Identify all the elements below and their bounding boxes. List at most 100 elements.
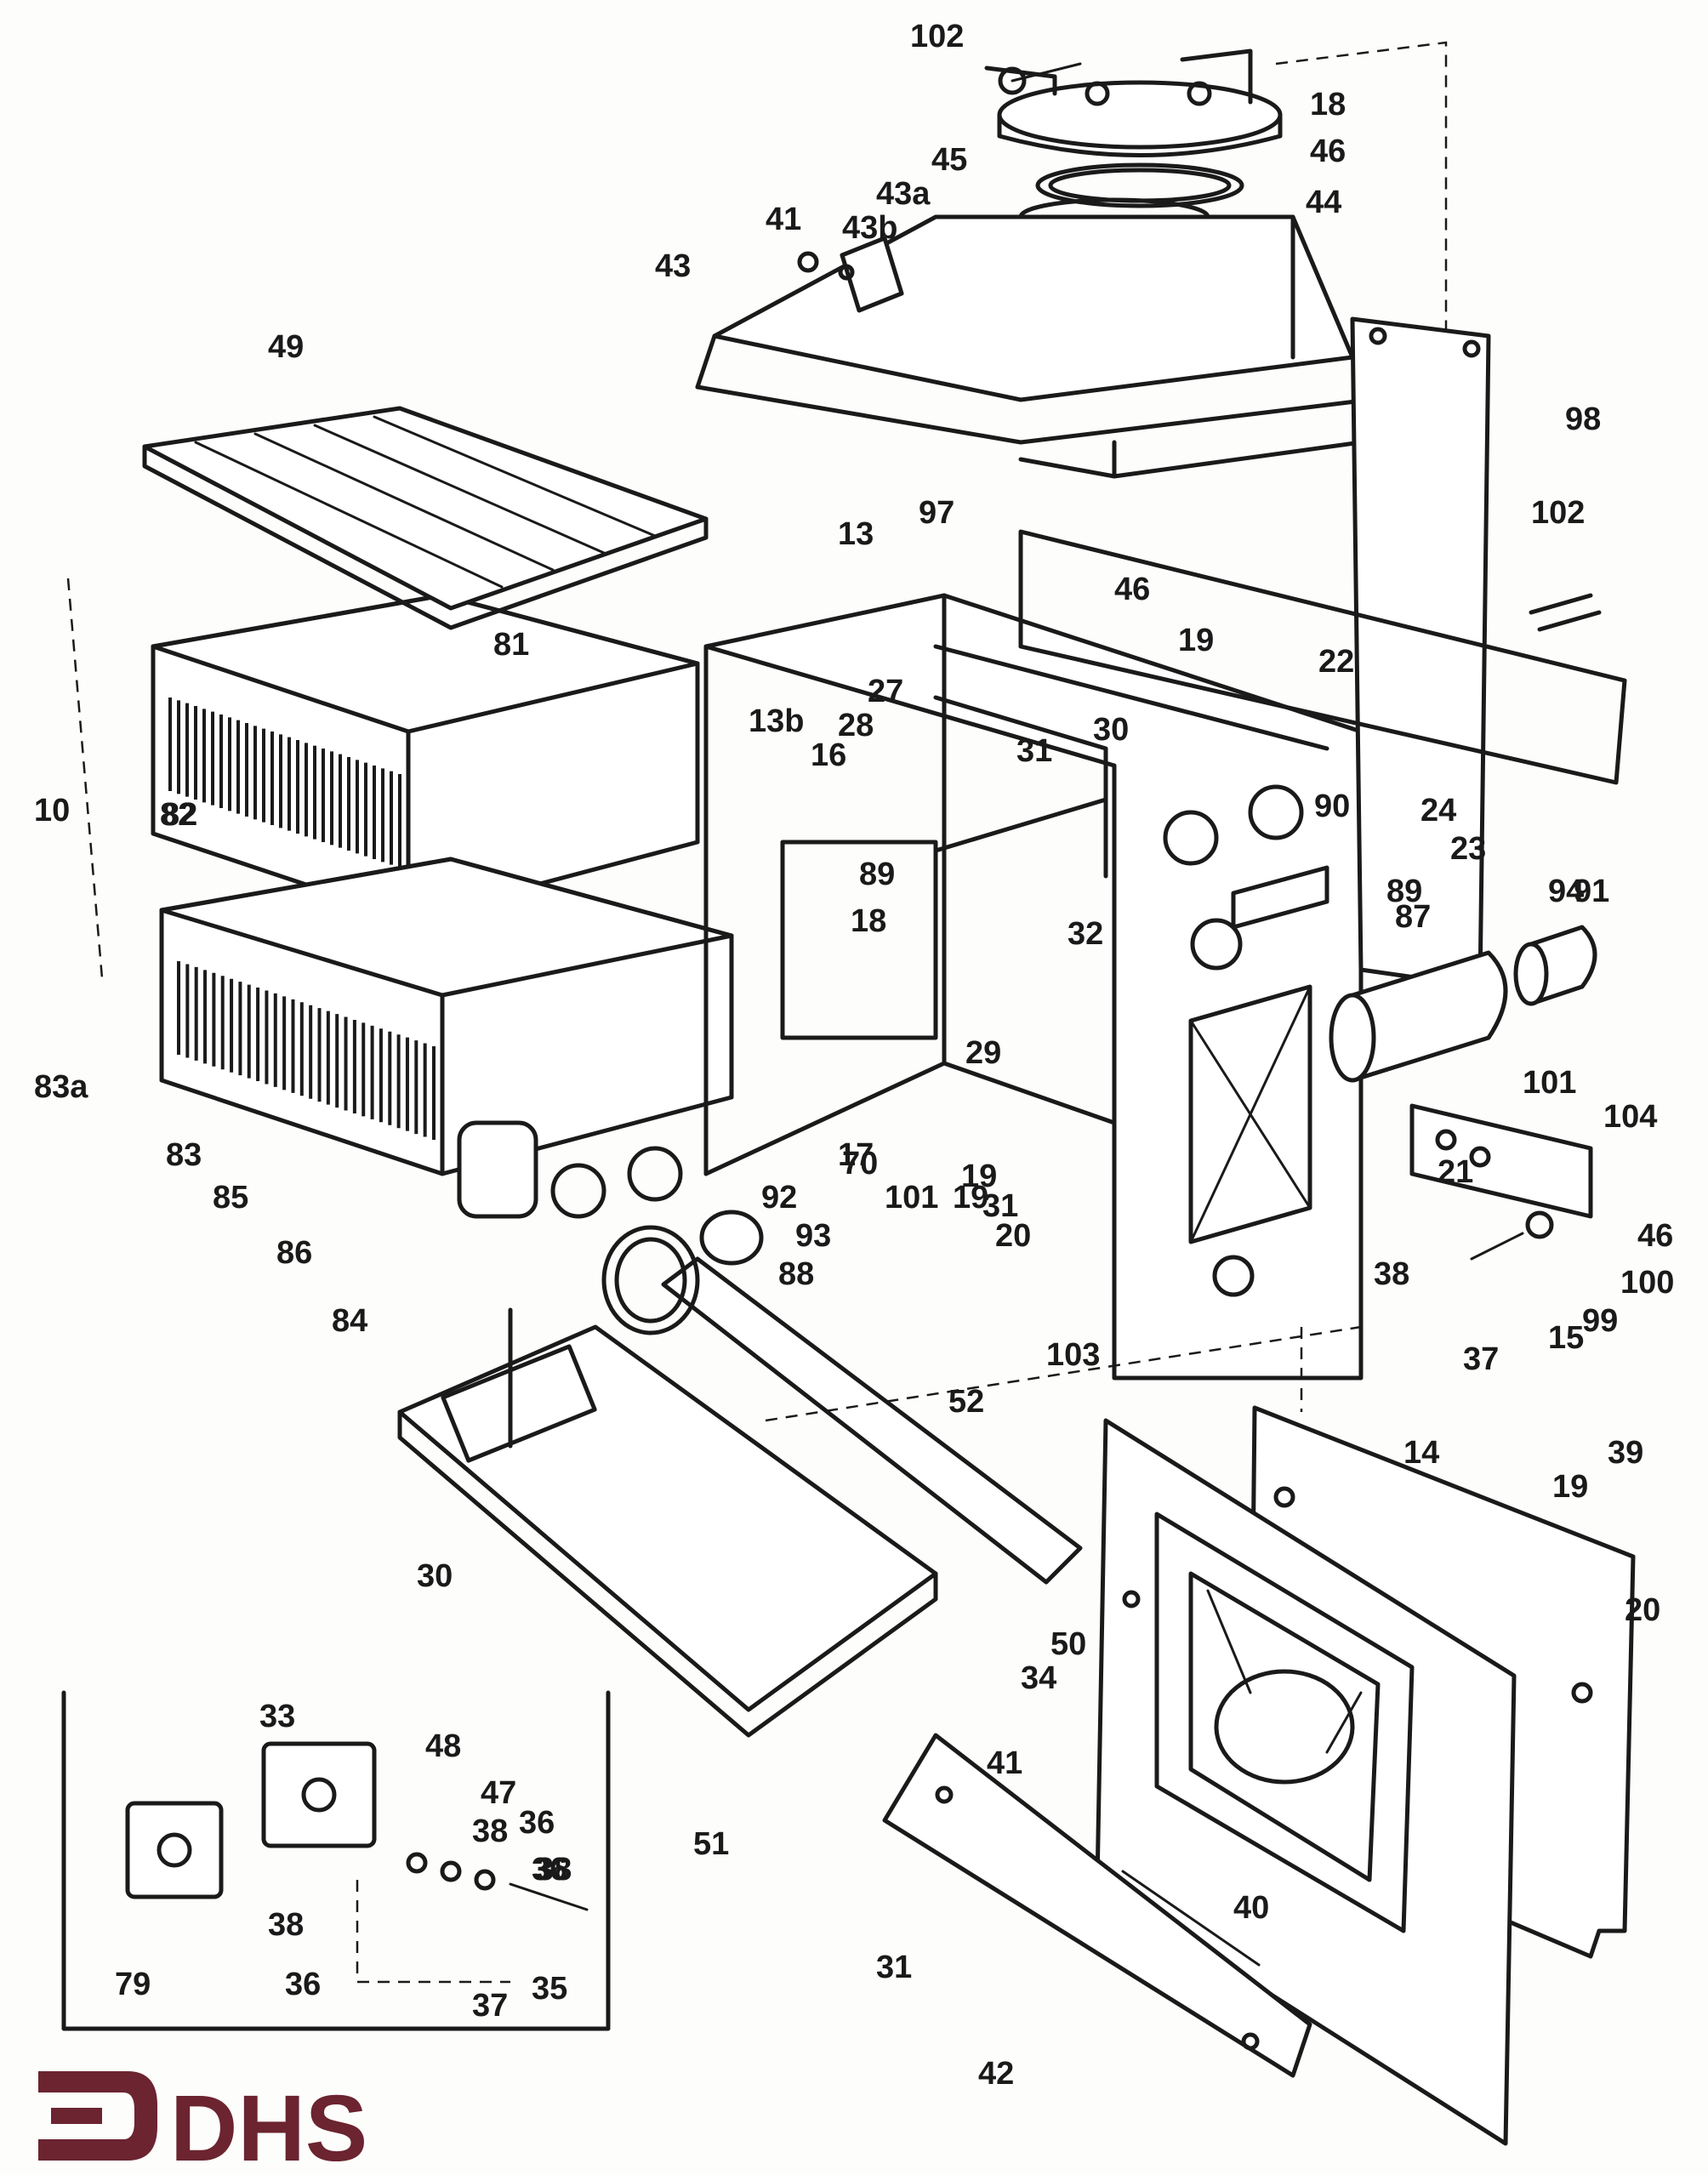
inset-detail xyxy=(61,1690,611,2031)
part-callout-27: 90 xyxy=(1314,789,1350,824)
baffle-tray xyxy=(142,406,709,630)
part-callout-61: 52 xyxy=(948,1384,984,1420)
part-callout-45: 88 xyxy=(778,1256,814,1292)
part-callout-4: 45 xyxy=(931,142,967,178)
part-callout-74: 36 xyxy=(532,1852,567,1887)
part-callout-63: 39 xyxy=(1608,1435,1643,1471)
part-callout-35: 29 xyxy=(965,1035,1001,1071)
part-callout-7: 41 xyxy=(766,202,801,237)
part-callout-20: 16 xyxy=(811,737,846,773)
heat-exchanger-lower xyxy=(159,857,734,1219)
part-callout-15: 19 xyxy=(1178,623,1214,658)
part-callout-52: 20 xyxy=(995,1218,1031,1254)
part-callout-72: 38 xyxy=(472,1813,508,1849)
part-callout-53: 21 xyxy=(1438,1154,1473,1190)
part-callout-8: 43 xyxy=(655,248,691,284)
part-callout-64: 19 xyxy=(1552,1469,1588,1505)
part-callout-51: 31 xyxy=(982,1188,1018,1224)
part-callout-3: 44 xyxy=(1306,185,1341,220)
part-callout-28: 89 xyxy=(859,857,895,892)
dhs-logo: DHS xyxy=(38,2071,367,2175)
part-callout-25: 23 xyxy=(1450,831,1486,867)
part-callout-23: 30 xyxy=(1093,712,1129,748)
heat-exchanger-lower-fins xyxy=(177,961,436,1140)
part-callout-81: 41 xyxy=(987,1745,1022,1781)
part-callout-87: 82 xyxy=(162,797,197,833)
manifold-bar xyxy=(601,1210,1083,1585)
part-callout-83: 31 xyxy=(876,1950,912,1985)
part-callout-59: 37 xyxy=(1463,1341,1499,1377)
part-callout-1: 18 xyxy=(1310,87,1346,122)
part-callout-2: 46 xyxy=(1310,134,1346,169)
logo-text: DHS xyxy=(170,2076,367,2175)
part-callout-29: 87 xyxy=(1395,899,1431,935)
flue-hood xyxy=(695,197,1372,479)
part-callout-75: 38 xyxy=(268,1907,304,1943)
part-callout-41: 86 xyxy=(276,1235,312,1271)
part-callout-57: 15 xyxy=(1548,1320,1584,1356)
part-callout-69: 33 xyxy=(259,1699,295,1734)
part-callout-9: 98 xyxy=(1565,401,1601,437)
part-callout-33: 89 xyxy=(1386,874,1422,909)
part-callout-5: 43a xyxy=(876,176,931,212)
part-callout-0: 102 xyxy=(910,19,964,54)
part-callout-86: 10 xyxy=(34,793,70,828)
combustion-chamber xyxy=(703,593,1364,1381)
control-bracket-right xyxy=(1409,1103,1593,1261)
part-callout-82: 40 xyxy=(1233,1890,1269,1926)
part-callout-76: 79 xyxy=(115,1967,151,2002)
part-callout-85: 51 xyxy=(693,1826,729,1862)
part-callout-55: 100 xyxy=(1620,1265,1674,1301)
part-callout-62: 14 xyxy=(1403,1435,1439,1471)
part-callout-54: 46 xyxy=(1637,1218,1673,1254)
part-callout-48: 17 xyxy=(838,1137,874,1173)
part-callout-11: 97 xyxy=(919,495,954,531)
part-callout-18: 27 xyxy=(868,674,903,709)
part-callout-50: 19 xyxy=(961,1159,997,1194)
part-callout-44: 93 xyxy=(795,1218,831,1254)
part-callout-37: 104 xyxy=(1603,1099,1657,1135)
part-callout-39: 83 xyxy=(166,1137,202,1173)
part-callout-38: 83a xyxy=(34,1069,88,1105)
right-cylinders xyxy=(1329,925,1597,1083)
part-callout-84: 42 xyxy=(978,2056,1014,2092)
part-callout-56: 38 xyxy=(1374,1256,1409,1292)
part-callout-21: 28 xyxy=(838,708,874,743)
part-callout-78: 36 xyxy=(285,1967,321,2002)
part-callout-31: 91 xyxy=(1574,874,1609,909)
part-callout-32: 18 xyxy=(851,903,886,939)
part-callout-60: 103 xyxy=(1046,1337,1100,1373)
part-callout-43: 92 xyxy=(761,1180,797,1216)
part-callout-6: 43b xyxy=(842,210,897,246)
part-callout-80: 35 xyxy=(532,1971,567,2007)
part-callout-66: 30 xyxy=(417,1558,453,1594)
part-callout-24: 24 xyxy=(1420,793,1456,828)
part-callout-58: 99 xyxy=(1582,1303,1618,1339)
part-callout-47: 70 xyxy=(842,1146,878,1181)
part-callout-42: 84 xyxy=(332,1303,367,1339)
part-callout-71: 47 xyxy=(481,1775,516,1811)
flue-outlet-ring xyxy=(984,48,1283,208)
casing-front-panel xyxy=(1095,1418,1517,2146)
part-callout-67: 50 xyxy=(1050,1626,1086,1662)
part-callout-16: 22 xyxy=(1318,644,1354,680)
part-callout-17: 81 xyxy=(493,627,529,663)
part-callout-34: 32 xyxy=(1068,916,1103,952)
part-callout-26: 82 xyxy=(160,797,196,833)
lower-cover-plate xyxy=(882,1733,1312,2078)
part-callout-13: 13 xyxy=(838,516,874,552)
part-callout-65: 20 xyxy=(1625,1592,1660,1628)
part-callout-73: 36 xyxy=(519,1805,555,1841)
part-callout-49: 101 xyxy=(885,1180,938,1216)
part-callout-70: 48 xyxy=(425,1728,461,1764)
part-callout-40: 85 xyxy=(213,1180,248,1216)
part-callout-22: 31 xyxy=(1016,733,1052,769)
part-callout-46: 19 xyxy=(953,1180,988,1216)
burner-base-tray xyxy=(397,1307,938,1738)
part-callout-19: 13b xyxy=(749,703,804,739)
part-callout-79: 37 xyxy=(472,1988,508,2024)
part-callout-36: 101 xyxy=(1523,1065,1576,1101)
